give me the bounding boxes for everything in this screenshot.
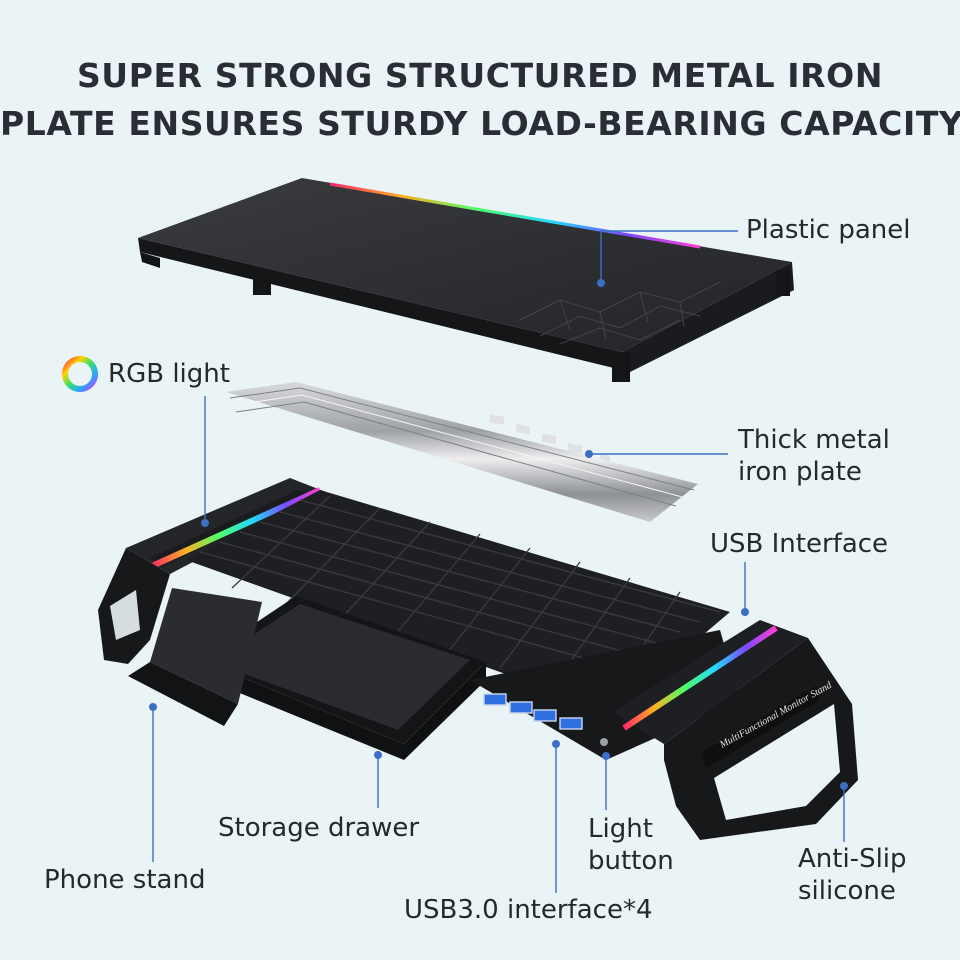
headline-line-1: SUPER STRONG STRUCTURED METAL IRON [76,56,884,95]
label-plastic-panel: Plastic panel [746,215,911,245]
label-anti-slip-2: silicone [798,876,896,906]
label-rgb-light: RGB light [108,359,230,389]
label-storage-drawer: Storage drawer [218,813,420,843]
monitor-stand-base: MultiFunctional Monitor Stand [98,478,858,840]
leader-dots [149,279,848,790]
rgb-ring-icon [62,356,98,392]
headline: SUPER STRONG STRUCTURED METAL IRON PLATE… [0,52,960,148]
label-phone-stand: Phone stand [44,865,206,895]
label-metal-plate-1: Thick metal [738,425,890,455]
label-usb3-interface: USB3.0 interface*4 [404,895,653,925]
leader-plastic-panel [600,230,738,283]
label-metal-plate-2: iron plate [738,457,862,487]
leader-lines [152,230,845,893]
label-usb-interface: USB Interface [710,529,889,559]
headline-line-2: PLATE ENSURES STURDY LOAD-BEARING CAPACI… [0,104,960,143]
label-light-button-1: Light [588,814,653,844]
plastic-panel [138,178,794,463]
label-light-button-2: button [588,846,674,876]
label-anti-slip-1: Anti-Slip [798,844,907,874]
metal-iron-plate [226,382,698,522]
